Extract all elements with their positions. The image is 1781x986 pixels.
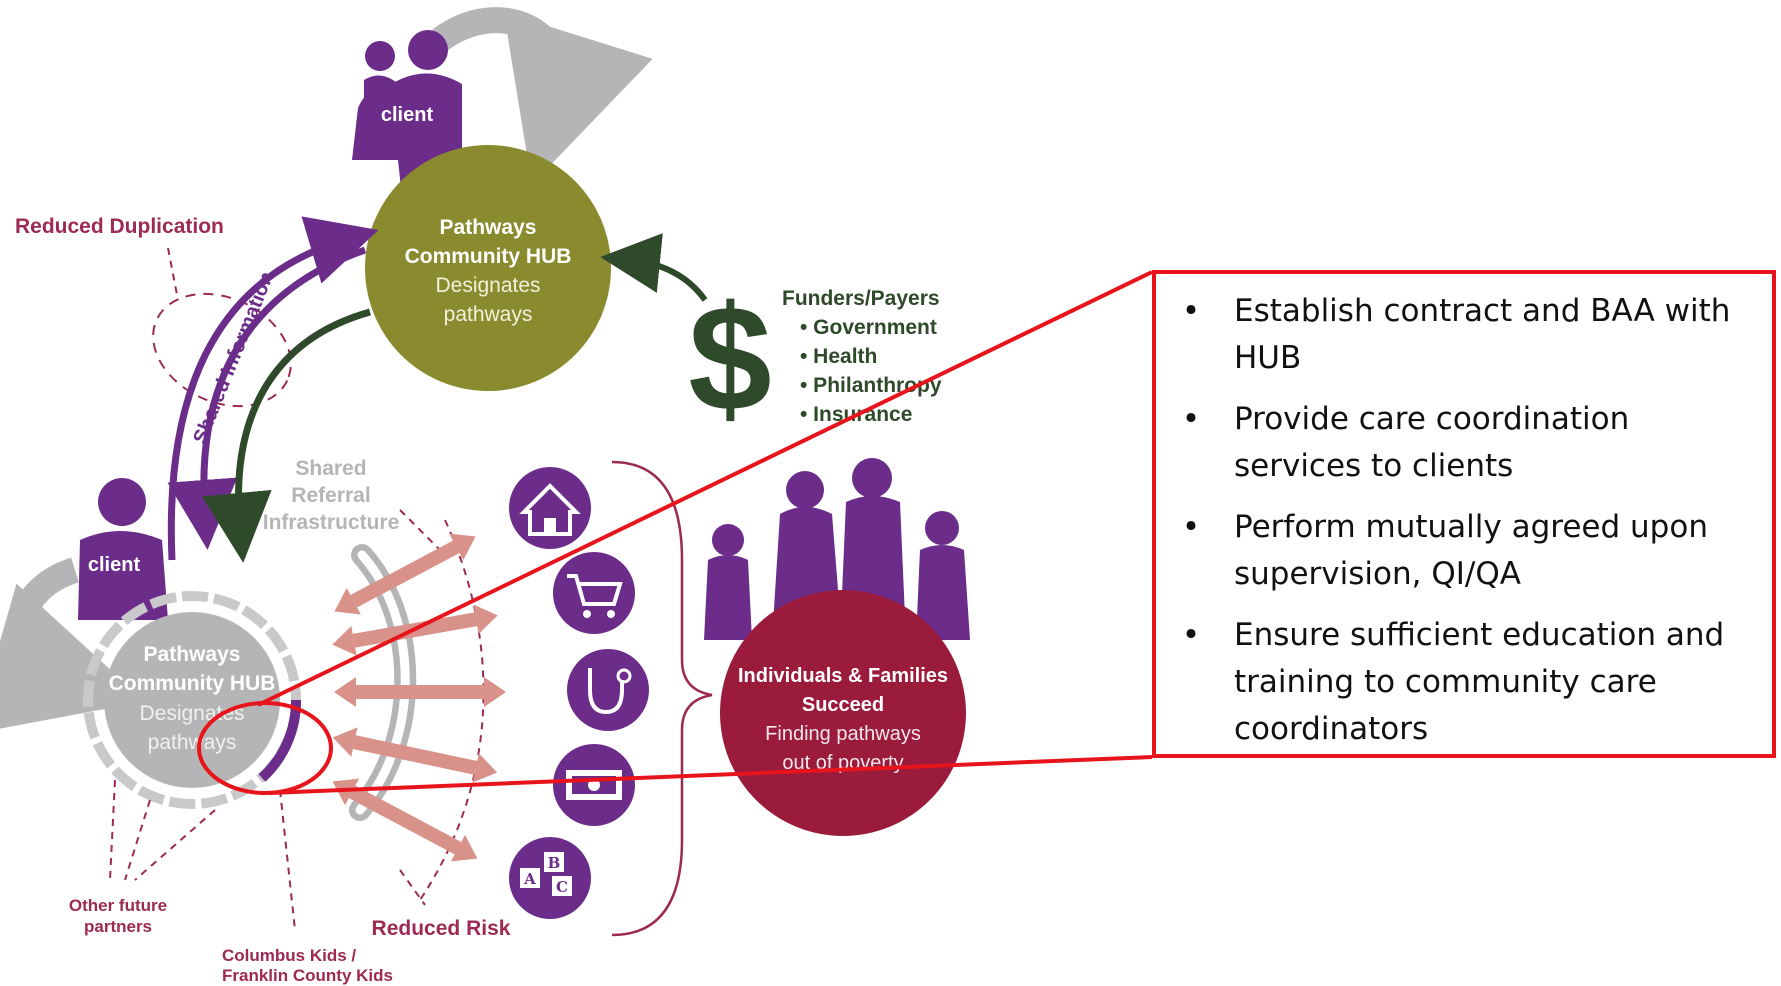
callout-item-text: Perform mutually agreed upon supervision… (1234, 509, 1708, 592)
callout-list: • Establish contract and BAA with HUB • Pr… (1156, 274, 1772, 753)
callout-item: • Provide care coordination services to c… (1156, 396, 1752, 490)
top-hub-line4: pathways (444, 303, 533, 326)
callout-item: • Establish contract and BAA with HUB (1156, 288, 1752, 382)
top-client-label: client (381, 104, 434, 126)
funders-item: • Health (800, 345, 877, 368)
reduced-duplication-leader (167, 247, 179, 301)
columbus-line2: Franklin County Kids (222, 966, 393, 985)
stethoscope-icon (567, 649, 649, 731)
zoom-line-top (257, 270, 1153, 707)
svg-text:B: B (548, 854, 561, 872)
bullet: • (1181, 617, 1201, 653)
funders-arrow (600, 233, 708, 302)
bullet: • (1181, 509, 1201, 545)
left-client-label: client (88, 554, 141, 576)
shared-referral-line1: Shared (295, 457, 366, 480)
services-brace (611, 460, 713, 937)
house-icon (509, 467, 591, 549)
left-hub-line1: Pathways (144, 643, 241, 666)
callout-item: • Perform mutually agreed upon supervisio… (1156, 504, 1752, 598)
shared-info-down-arrow (167, 246, 367, 550)
abc-blocks-icon: A B C (509, 837, 591, 919)
bullet: • (1181, 293, 1201, 329)
callout-item-text: Establish contract and BAA with HUB (1234, 293, 1731, 376)
left-client-figure (78, 478, 168, 620)
funders-item: • Government (800, 316, 937, 339)
shared-referral-leader (399, 509, 441, 551)
partner-leaders (109, 779, 426, 931)
funders-title: Funders/Payers (782, 287, 940, 310)
top-hub-circle (365, 145, 611, 391)
callout-item-text: Ensure sufficient education and training… (1234, 617, 1725, 747)
money-icon (553, 744, 635, 826)
referral-arrows (332, 533, 506, 862)
other-partners-line2: partners (84, 917, 152, 936)
hub-pathway-arrow (201, 308, 371, 563)
zoom-line-bottom (269, 755, 1153, 795)
left-hub-line2: Community HUB (109, 672, 276, 695)
top-hub-line3: Designates (435, 274, 540, 297)
svg-text:A: A (523, 870, 536, 888)
bullet: • (1181, 401, 1201, 437)
reduced-duplication-label: Reduced Duplication (15, 215, 224, 238)
dollar-icon: $ (688, 274, 771, 442)
left-hub-circle (104, 612, 280, 788)
svg-text:C: C (556, 878, 568, 896)
columbus-line1: Columbus Kids / (222, 946, 356, 965)
reduced-risk-label: Reduced Risk (372, 917, 511, 940)
shopping-cart-icon (553, 552, 635, 634)
callout-item-text: Provide care coordination services to cl… (1234, 401, 1630, 484)
left-hub-line4: pathways (148, 731, 237, 754)
outcome-line2: Succeed (802, 694, 884, 716)
callout-item: • Ensure sufficient education and trainin… (1156, 612, 1752, 753)
left-loop-arrow (0, 557, 145, 734)
left-hub-line3: Designates (139, 702, 244, 725)
shared-referral-line3: Infrastructure (263, 511, 400, 534)
outcome-line1: Individuals & Families (738, 665, 948, 687)
outcome-circle (720, 590, 966, 836)
callout-box: • Establish contract and BAA with HUB • Pr… (1152, 270, 1776, 758)
top-loop-arrow (432, 7, 653, 185)
top-hub-line1: Pathways (440, 216, 537, 239)
other-partners-line1: Other future (69, 896, 167, 915)
top-hub-line2: Community HUB (405, 245, 572, 268)
shared-referral-line2: Referral (291, 484, 370, 507)
outcome-line3: Finding pathways (765, 723, 921, 745)
